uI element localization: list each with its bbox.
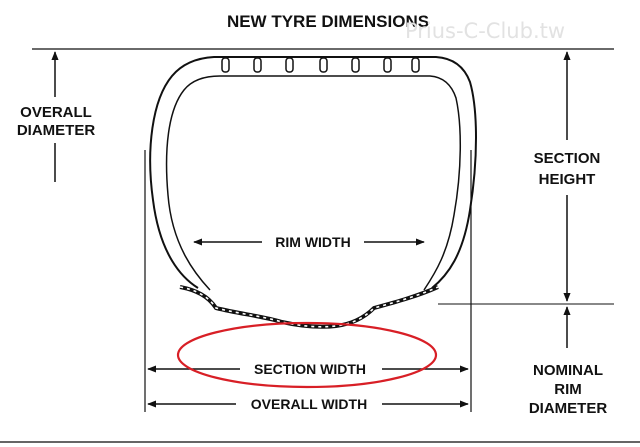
overall-diameter-label-1: OVERALL [20,104,92,121]
section-width-highlight [176,321,438,389]
section-width-label: SECTION WIDTH [254,361,366,377]
overall-width-label: OVERALL WIDTH [251,396,367,412]
rim-bead-wire [179,285,439,329]
nominal-rim-diameter-label-3: DIAMETER [529,400,608,417]
tread-blocks [221,57,420,73]
section-height-label-2: HEIGHT [539,171,596,188]
overall-diameter-label-2: DIAMETER [17,122,96,139]
rim-width-label: RIM WIDTH [275,234,350,250]
nominal-rim-diameter-label-2: RIM [554,381,582,398]
section-height-label-1: SECTION [534,150,601,167]
tyre-inner-wall [165,75,462,291]
rim-bead-wire-stripes [179,286,439,328]
diagram-title: NEW TYRE DIMENSIONS [227,12,429,31]
nominal-rim-diameter-label-1: NOMINAL [533,362,603,379]
tyre-outer-profile [149,56,477,289]
watermark-text: Prius-C-Club.tw [405,19,565,43]
